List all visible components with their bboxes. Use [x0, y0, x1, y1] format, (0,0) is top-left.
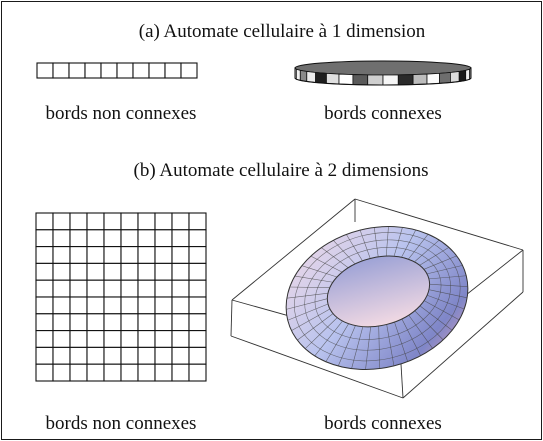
torus-mesh-line	[286, 298, 328, 310]
torus-mesh-line	[289, 286, 330, 288]
section-a-title: (a) Automate cellulaire à 1 dimension	[138, 21, 426, 42]
box-edge	[230, 299, 233, 337]
torus-mesh-ring	[314, 246, 442, 340]
torus-mesh-line	[291, 308, 331, 331]
torus-mesh-line	[393, 227, 403, 257]
section-b-right-caption: bords connexes	[324, 413, 442, 434]
torus-mesh-line	[365, 326, 371, 370]
torus-mesh-line	[359, 229, 371, 259]
torus-mesh-line	[408, 234, 429, 260]
torus-mesh-line	[428, 289, 468, 299]
torus-mesh-line	[286, 292, 328, 299]
torus-mesh-line	[333, 240, 356, 265]
box-edge	[354, 198, 524, 251]
torus-mesh-line	[401, 229, 417, 258]
torus-mesh-line	[297, 313, 334, 341]
torus-mesh-line	[419, 305, 453, 331]
section-b-left-caption: bords non connexes	[45, 413, 197, 434]
torus-mesh-line	[373, 227, 379, 257]
box-edge	[230, 335, 404, 399]
torus-mesh-line	[419, 247, 450, 266]
torus-mesh-line	[378, 325, 381, 369]
torus-mesh-line	[414, 310, 444, 341]
strip-cell	[180, 62, 198, 79]
torus-mesh-line	[423, 300, 460, 321]
torus-mesh-line	[301, 265, 338, 278]
torus-mesh-line	[414, 239, 440, 263]
section-b-title: (b) Automate cellulaire à 2 dimensions	[133, 160, 429, 181]
torus-mesh-line	[304, 317, 338, 349]
section-a-right-caption: bords connexes	[324, 103, 442, 124]
torus-mesh-line	[287, 303, 329, 321]
torus-mesh-ring	[304, 239, 451, 351]
torus-mesh-line	[427, 294, 465, 310]
torus-mesh-line	[408, 314, 433, 349]
torus-mesh-ring	[294, 232, 461, 362]
torus-mesh-line	[321, 247, 349, 269]
box-edge	[231, 198, 356, 301]
torus-mesh-line	[325, 323, 349, 362]
torus-mesh-line	[385, 226, 389, 257]
torus-mesh-line	[428, 275, 467, 280]
torus-mesh-line	[386, 324, 395, 366]
section-a-left-caption: bords non connexes	[45, 103, 197, 124]
box-edge	[402, 291, 524, 399]
ring-bottom-edge	[294, 77, 472, 86]
torus-mesh-line	[423, 255, 457, 270]
torus-mesh-line	[426, 265, 463, 275]
torus-mesh-line	[429, 283, 468, 287]
grid-cell	[188, 363, 207, 382]
torus-mesh-line	[346, 234, 363, 261]
torus-mesh-line	[401, 318, 421, 356]
torus-mesh-line	[351, 326, 364, 369]
torus-mesh-line	[337, 325, 356, 367]
torus-mesh-line	[314, 320, 343, 357]
torus-mesh-line	[310, 255, 343, 273]
torus-mesh-line	[294, 275, 333, 283]
torus-mesh-line	[394, 321, 408, 362]
